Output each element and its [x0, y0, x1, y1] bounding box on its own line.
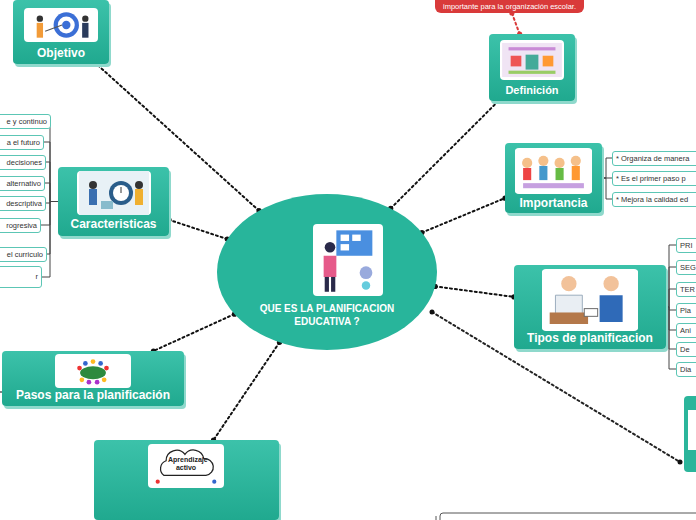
bracket-line: [50, 121, 58, 202]
partial-panel: [688, 410, 696, 450]
bracket-line: [602, 178, 612, 199]
detail-box: * Mejora la calidad ed: [612, 192, 696, 207]
partial-node: [684, 396, 696, 472]
detail-box: SEG: [676, 260, 696, 275]
detail-box: decisiones: [0, 155, 46, 170]
central-title: QUE ES LA PLANIFICACION EDUCATIVA ?: [257, 302, 397, 328]
detail-text: PRI: [677, 239, 696, 252]
detail-box: TER: [676, 282, 696, 297]
dotted-connector: [153, 314, 234, 351]
detail-box: e y continuo: [0, 114, 51, 129]
detail-box: De: [676, 342, 696, 357]
bracket-line: [666, 307, 676, 330]
topic-title: Tipos de planificacion: [514, 331, 666, 345]
dotted-connector: [512, 13, 520, 34]
dotted-connector: [214, 342, 280, 440]
partial-bracket: [436, 516, 437, 520]
dotted-connector: [435, 286, 514, 297]
detail-text: * Organiza de manera: [613, 152, 696, 165]
detail-box: rogresiva: [0, 218, 41, 233]
bracket-line: [666, 245, 676, 307]
topic-picture: [542, 269, 638, 331]
bracket-line: [42, 202, 58, 278]
detail-text: * Es el primer paso p: [613, 172, 696, 185]
detail-text: Dia: [677, 363, 696, 376]
topic-box: Definición: [489, 34, 575, 101]
central-ellipse: QUE ES LA PLANIFICACION EDUCATIVA ?: [217, 194, 437, 350]
dotted-connector: [422, 198, 505, 233]
detail-text: r: [0, 267, 41, 287]
detail-text: decisiones: [0, 156, 45, 169]
detail-text: e y continuo: [0, 115, 50, 128]
topic-title: Definición: [489, 84, 575, 96]
topic-box: Importancia: [505, 143, 602, 213]
topic-picture: [515, 148, 592, 194]
topic-box: Tipos de planificacion: [514, 265, 666, 349]
detail-text: rogresiva: [0, 219, 40, 232]
bracket-line: [46, 162, 58, 202]
topic-picture: [77, 171, 151, 215]
bracket-line: [47, 202, 58, 255]
dotted-connector: [169, 220, 227, 239]
detail-text: * Mejora la calidad ed: [613, 193, 696, 206]
bracket-line: [666, 307, 676, 369]
central-picture: [313, 224, 383, 296]
topic-picture: [55, 354, 131, 388]
detail-text: De: [677, 343, 696, 356]
detail-box: * Es el primer paso p: [612, 171, 696, 186]
topic-box: Aprendizaje activo: [94, 440, 279, 520]
partial-box: [440, 513, 696, 520]
topic-picture: [24, 8, 98, 42]
detail-text: descriptiva: [0, 197, 45, 210]
bracket-line: [666, 267, 676, 307]
detail-text: SEG: [677, 261, 696, 274]
dotted-connector: [391, 101, 499, 208]
topic-title: Caracteristicas: [58, 217, 169, 231]
detail-text: Ani: [677, 324, 696, 337]
detail-box: r: [0, 266, 42, 288]
bracket-line: [666, 289, 676, 307]
topic-box: Objetivo: [13, 0, 109, 64]
detail-box: Ani: [676, 323, 696, 338]
callout-text: importante para la organización escolar.: [435, 0, 584, 13]
bracket-line: [602, 158, 612, 178]
topic-box: Pasos para la planificación: [2, 351, 184, 406]
dotted-branch: [432, 312, 680, 462]
topic-picture: [500, 40, 564, 80]
detail-box: alternativo: [0, 176, 45, 191]
detail-box: descriptiva: [0, 196, 46, 211]
bracket-line: [666, 307, 676, 349]
topic-title: Pasos para la planificación: [2, 388, 184, 402]
topic-box: Caracteristicas: [58, 167, 169, 236]
topic-title: Importancia: [505, 196, 602, 210]
detail-box: Dia: [676, 362, 696, 377]
dotted-connector: [97, 64, 260, 211]
detail-text: alternativo: [0, 177, 44, 190]
detail-box: * Organiza de manera: [612, 151, 696, 166]
detail-box: a el futuro: [0, 135, 44, 150]
detail-text: Pla: [677, 304, 696, 317]
detail-text: TER: [677, 283, 696, 296]
callout-box: importante para la organización escolar.: [435, 0, 584, 13]
topic-title: Objetivo: [13, 46, 109, 60]
dot: [678, 460, 683, 465]
detail-box: el curriculo: [0, 247, 47, 262]
detail-box: Pla: [676, 303, 696, 318]
detail-text: el curriculo: [0, 248, 46, 261]
bracket-line: [45, 183, 58, 202]
topic-label: Aprendizaje activo: [168, 456, 204, 471]
dot: [430, 310, 435, 315]
detail-box: PRI: [676, 238, 696, 253]
detail-text: a el futuro: [0, 136, 43, 149]
bracket-line: [44, 142, 58, 202]
